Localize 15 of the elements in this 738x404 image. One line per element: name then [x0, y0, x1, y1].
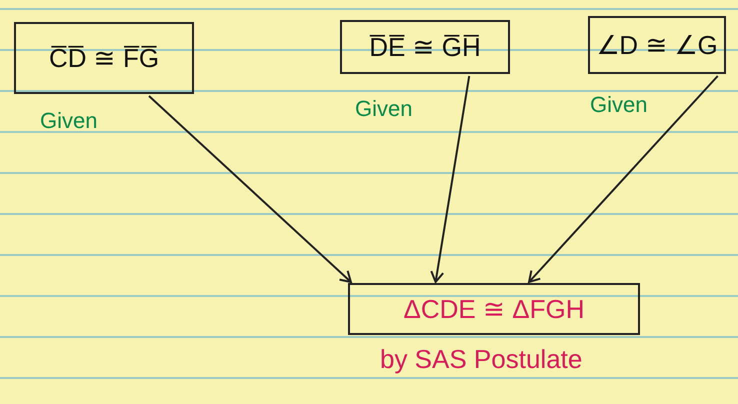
- given-label: Given: [40, 107, 98, 135]
- statement-text: ∠D ≅ ∠G: [596, 29, 718, 61]
- given-label: Given: [355, 95, 412, 123]
- statement-text: D̅E̅ ≅ G̅H̅: [369, 31, 481, 63]
- statement-text: C̅D̅ ≅ F̅G̅: [48, 42, 160, 74]
- arrow: [148, 95, 352, 283]
- statement-box: [340, 20, 510, 74]
- statement-box: [14, 22, 194, 94]
- statement-box: [588, 16, 726, 74]
- arrow: [528, 75, 718, 283]
- given-label: Given: [590, 91, 648, 119]
- arrow: [430, 76, 470, 283]
- statement-text: ΔCDE ≅ ΔFGH: [404, 293, 584, 325]
- statement-box: [348, 283, 640, 335]
- reason-text: by SAS Postulate: [380, 343, 582, 376]
